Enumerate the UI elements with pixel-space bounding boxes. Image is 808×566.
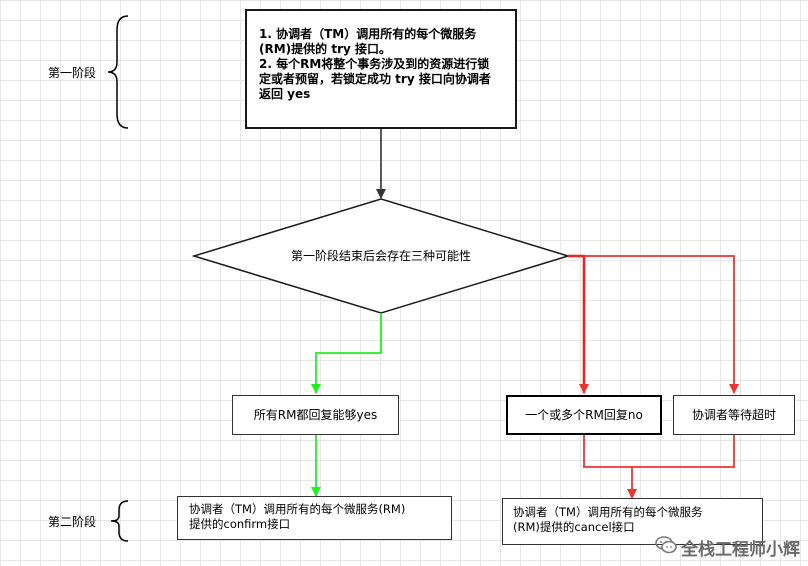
stage2-brace [110, 500, 129, 542]
stage1-brace [107, 15, 129, 129]
red-merge-line [583, 435, 735, 468]
confirm-box: 协调者（TM）调用所有的每个微服务(RM) 提供的confirm接口 [177, 496, 452, 540]
stage1-label: 第一阶段 [48, 66, 97, 80]
watermark-text: 全栈工程师小辉 [681, 540, 800, 560]
try-box-line-5: 返回 yes [259, 87, 311, 101]
try-box-line-3: 2. 每个RM将整个事务涉及到的资源进行锁 [259, 57, 490, 71]
timeout-box: 协调者等待超时 [673, 395, 795, 435]
wechat-icon [655, 536, 677, 559]
watermark: 全栈工程师小辉 [655, 535, 800, 560]
cancel-line-2: (RM)提供的cancel接口 [513, 520, 635, 534]
stage2-label: 第二阶段 [48, 515, 97, 529]
some-no-label: 一个或多个RM回复no [525, 407, 643, 422]
some-no-box: 一个或多个RM回复no [506, 395, 662, 435]
try-box-line-4: 定或者预留，若锁定成功 try 接口向协调者 [259, 72, 491, 86]
all-yes-box: 所有RM都回复能够yes [232, 395, 399, 435]
arrow-decision-to-timeout [584, 255, 739, 394]
all-yes-label: 所有RM都回复能够yes [253, 407, 378, 422]
arrow-decision-to-all-yes [311, 313, 382, 394]
cancel-box: 协调者（TM）调用所有的每个微服务 (RM)提供的cancel接口 [502, 498, 763, 545]
try-box-line-1: 1. 协调者（TM）调用所有的每个微服务 [259, 27, 477, 41]
try-box-line-2: (RM)提供的 try 接口。 [259, 42, 391, 56]
arrow-decision-to-some-no [568, 254, 589, 394]
cancel-line-1: 协调者（TM）调用所有的每个微服务 [513, 505, 703, 519]
try-phase-box: 1. 协调者（TM）调用所有的每个微服务 (RM)提供的 try 接口。 2. … [245, 9, 517, 129]
timeout-label: 协调者等待超时 [691, 407, 776, 422]
confirm-line-1: 协调者（TM）调用所有的每个微服务(RM) [189, 502, 406, 516]
decision-label: 第一阶段结束后会存在三种可能性 [290, 249, 471, 263]
confirm-line-2: 提供的confirm接口 [189, 517, 291, 531]
